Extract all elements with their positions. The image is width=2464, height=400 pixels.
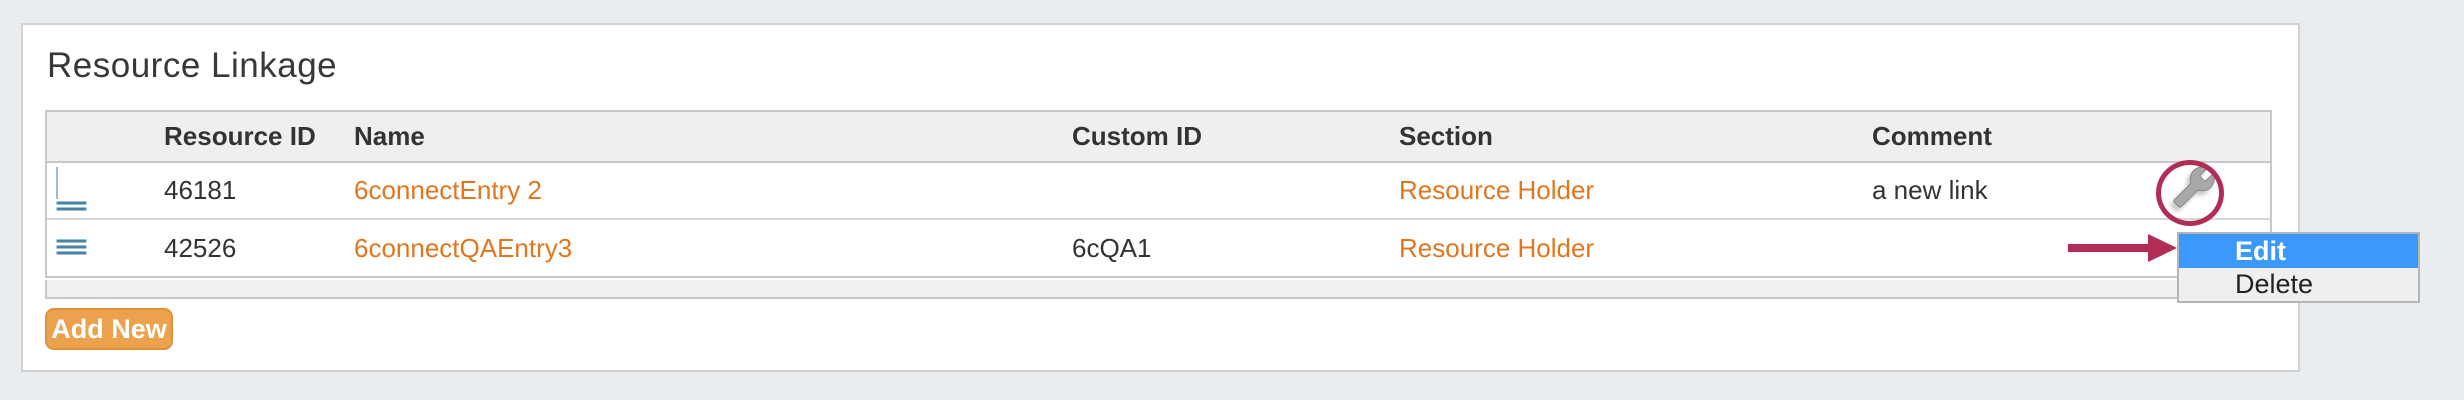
context-menu-item-delete[interactable]: Delete [2235, 269, 2314, 299]
page-title: Resource Linkage [47, 46, 338, 85]
row-drag-cell [47, 167, 164, 213]
header-custom-id: Custom ID [1072, 121, 1202, 151]
cell-custom-id: 6cQA1 [1072, 232, 1152, 263]
cell-name-link[interactable]: 6connectQAEntry3 [354, 232, 573, 263]
table-row: 46181 6connectEntry 2 Resource Holder a … [47, 163, 2270, 220]
resource-linkage-table: Resource ID Name Custom ID Section Comme… [45, 110, 2272, 278]
row-actions-context-menu: Edit Delete [2177, 232, 2420, 303]
header-comment: Comment [1872, 121, 1992, 151]
cell-name-link[interactable]: 6connectEntry 2 [354, 175, 542, 205]
cell-section-link[interactable]: Resource Holder [1399, 232, 1595, 263]
cell-section-link[interactable]: Resource Holder [1399, 175, 1595, 205]
drag-handle-icon[interactable] [56, 237, 87, 257]
table-header-row: Resource ID Name Custom ID Section Comme… [47, 112, 2270, 163]
add-new-button[interactable]: Add New [45, 308, 173, 350]
cell-comment: a new link [1872, 175, 1988, 205]
header-section: Section [1399, 121, 1493, 151]
wrench-icon[interactable] [2172, 165, 2216, 209]
row-drag-cell [47, 233, 164, 264]
cell-resource-id: 46181 [164, 175, 237, 205]
context-menu-item-edit[interactable]: Edit [2179, 234, 2418, 268]
cell-resource-id: 42526 [164, 232, 237, 263]
cell-actions [2152, 165, 2270, 216]
drag-handle-icon[interactable] [56, 167, 87, 213]
table-row: 42526 6connectQAEntry3 6cQA1 Resource Ho… [47, 220, 2270, 276]
header-name: Name [354, 121, 425, 151]
table-footer-strip [45, 280, 2272, 299]
header-resource-id: Resource ID [164, 121, 316, 151]
